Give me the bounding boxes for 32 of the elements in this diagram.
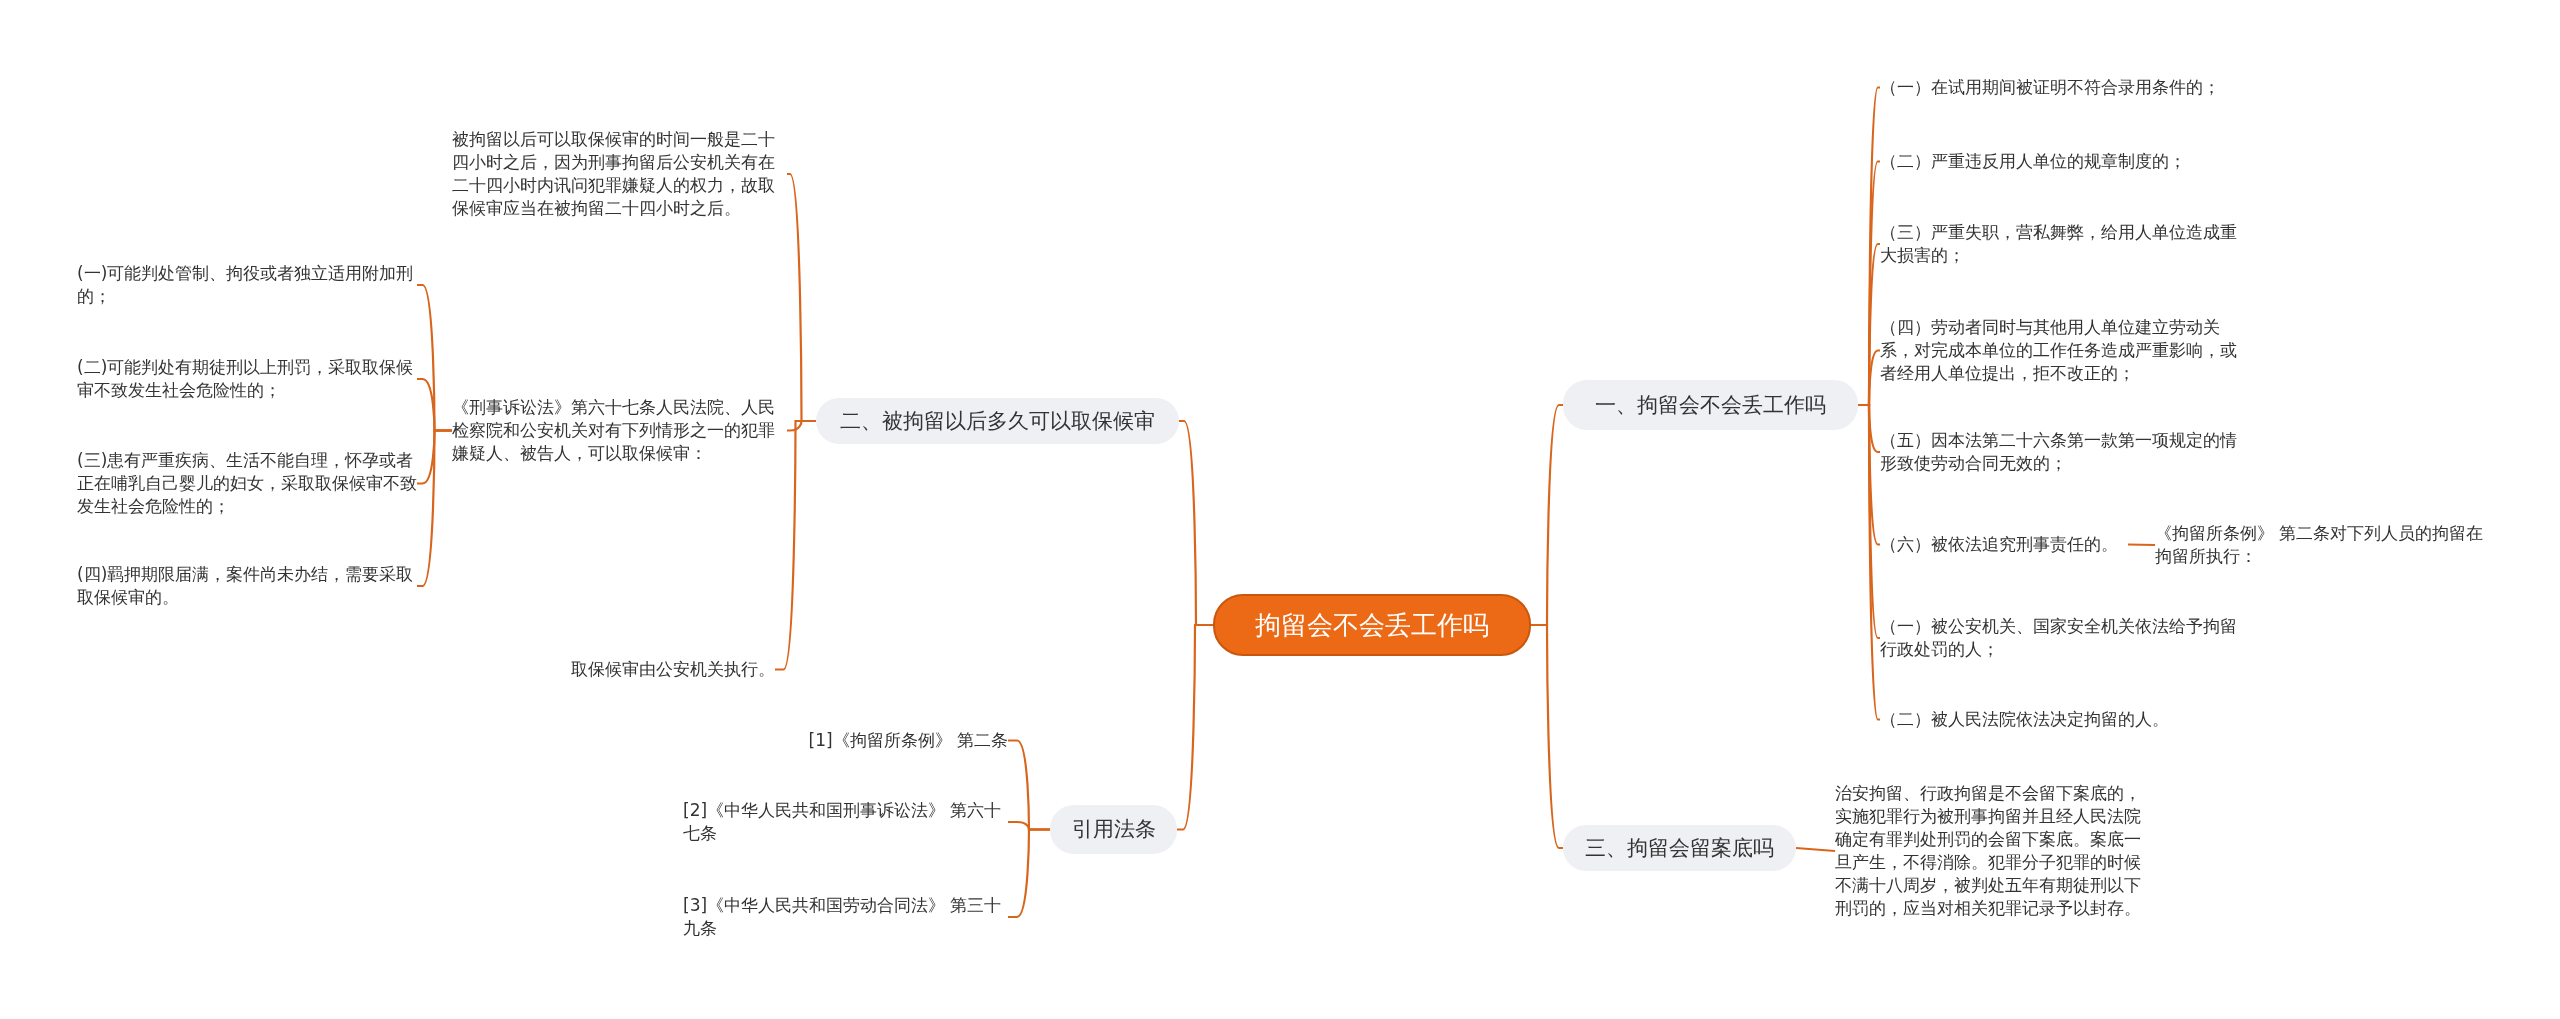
connector-line — [1177, 623, 1213, 831]
central-topic: 拘留会不会丢工作吗 — [1213, 594, 1531, 656]
topic-text: （三）严重失职，营私舞弊，给用人单位造成重大损害的； — [1880, 221, 2240, 267]
connector-line — [417, 429, 452, 588]
topic-text: 被拘留以后可以取保候审的时间一般是二十四小时之后，因为刑事拘留后公安机关有在二十四小时内讯问犯罪嫌疑人的权力，故取保候审应当在被拘留二十四小时之后。 — [452, 128, 787, 220]
topic-box: 一、拘留会不会丢工作吗 — [1563, 380, 1858, 430]
topic-text: (四)羁押期限届满，案件尚未办结，需要采取取保候审的。 — [77, 563, 417, 609]
connector-line — [1858, 403, 1881, 721]
topic-text: （二）严重违反用人单位的规章制度的； — [1880, 150, 2240, 173]
topic-text: （四）劳动者同时与其他用人单位建立劳动关系，对完成本单位的工作任务造成严重影响，或者经用人单位提出，拒不改正的； — [1880, 316, 2240, 385]
topic-text: （五）因本法第二十六条第一款第一项规定的情形致使劳动合同无效的； — [1880, 429, 2240, 475]
topic-text: (一)可能判处管制、拘役或者独立适用附加刑的； — [77, 262, 417, 308]
connector-line — [1531, 623, 1563, 850]
connector-line — [2127, 543, 2156, 547]
topic-text: [1]《拘留所条例》 第二条 — [683, 729, 1008, 752]
topic-text: （六）被依法追究刑事责任的。 — [1880, 533, 2128, 556]
topic-box: 三、拘留会留案底吗 — [1563, 825, 1796, 871]
topic-text: （一）被公安机关、国家安全机关依法给予拘留行政处罚的人； — [1880, 615, 2240, 661]
topic-text: [3]《中华人民共和国劳动合同法》 第三十九条 — [683, 894, 1008, 940]
topic-text: (二)可能判处有期徒刑以上刑罚，采取取保候审不致发生社会危险性的； — [77, 356, 417, 402]
topic-text: 取保候审由公安机关执行。 — [560, 658, 775, 681]
topic-text: （二）被人民法院依法决定拘留的人。 — [1880, 708, 2240, 731]
topic-text: (三)患有严重疾病、生活不能自理，怀孕或者正在哺乳自己婴儿的妇女，采取取保候审不致发生社会危险性的； — [77, 449, 417, 518]
topic-text: 《拘留所条例》 第二条对下列人员的拘留在拘留所执行： — [2155, 522, 2500, 568]
connector-line — [1795, 846, 1836, 853]
connector-line — [775, 419, 816, 671]
topic-text: （一）在试用期间被证明不符合录用条件的； — [1880, 76, 2240, 99]
topic-text: [2]《中华人民共和国刑事诉讼法》 第六十七条 — [683, 799, 1008, 845]
topic-text: 《刑事诉讼法》第六十七条人民法院、人民检察院和公安机关对有下列情形之一的犯罪嫌疑人、被告人，可以取保候审： — [452, 396, 787, 465]
topic-box: 引用法条 — [1050, 805, 1177, 854]
topic-text: 治安拘留、行政拘留是不会留下案底的，实施犯罪行为被刑事拘留并且经人民法院确定有罪判处刑罚的会留下案底。案底一旦产生，不得消除。犯罪分子犯罪的时候不满十八周岁，被判处五年有期徒刑以下刑罚的，应当对相关犯罪记录予以封存。 — [1835, 782, 2145, 920]
topic-box: 二、被拘留以后多久可以取保候审 — [816, 398, 1179, 444]
